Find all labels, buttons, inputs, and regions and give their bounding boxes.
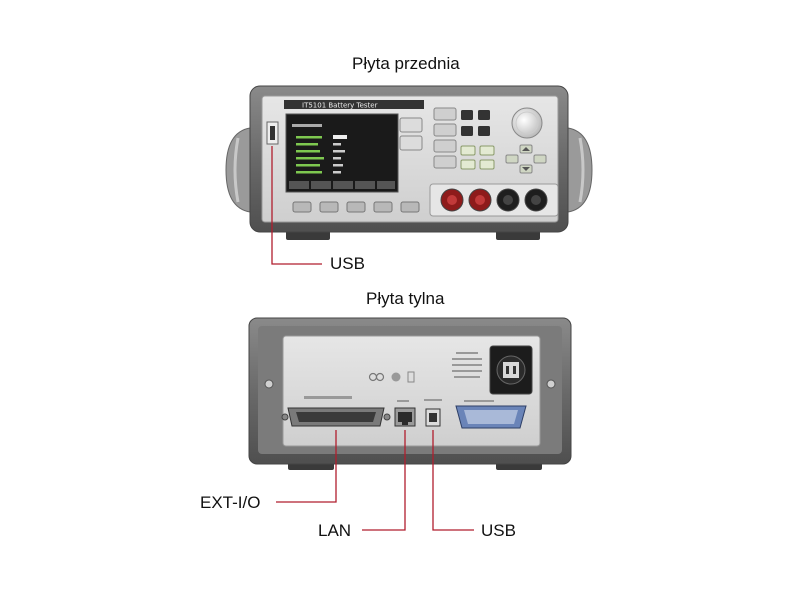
black-terminals bbox=[496, 188, 548, 212]
model-label: IT5101 Battery Tester bbox=[302, 102, 378, 110]
front-panel-device: IT5101 Battery Tester bbox=[225, 85, 593, 240]
ext-io-callout: EXT-I/O bbox=[200, 493, 261, 512]
rear-usb-callout: USB bbox=[481, 521, 516, 540]
red-terminals bbox=[440, 188, 492, 212]
front-panel-heading: Płyta przednia bbox=[352, 54, 460, 73]
model-label-strip bbox=[284, 100, 424, 109]
rear-usb-leader bbox=[432, 430, 474, 531]
terminal-block bbox=[429, 183, 559, 217]
front-usb-leader bbox=[271, 146, 322, 265]
rear-panel-device bbox=[248, 317, 572, 470]
screen-key-1 bbox=[399, 117, 423, 133]
right-handle bbox=[561, 127, 593, 213]
rear-screw-left bbox=[264, 379, 274, 389]
lan-callout: LAN bbox=[318, 521, 352, 540]
arrow-keys bbox=[505, 144, 547, 174]
front-usb-callout: USB bbox=[330, 254, 365, 273]
left-handle bbox=[225, 127, 257, 213]
ext-io-leader bbox=[276, 430, 337, 503]
screen-key-2 bbox=[399, 135, 423, 151]
rear-panel-heading: Płyta tylna bbox=[366, 289, 445, 308]
lan-leader bbox=[362, 430, 406, 531]
rear-screw-right bbox=[546, 379, 556, 389]
lcd-content bbox=[289, 124, 395, 189]
certification-marks bbox=[368, 371, 415, 383]
rating-label bbox=[452, 352, 482, 378]
function-keys bbox=[433, 107, 495, 170]
lcd-screen bbox=[285, 113, 399, 193]
softkey-row bbox=[292, 201, 420, 213]
